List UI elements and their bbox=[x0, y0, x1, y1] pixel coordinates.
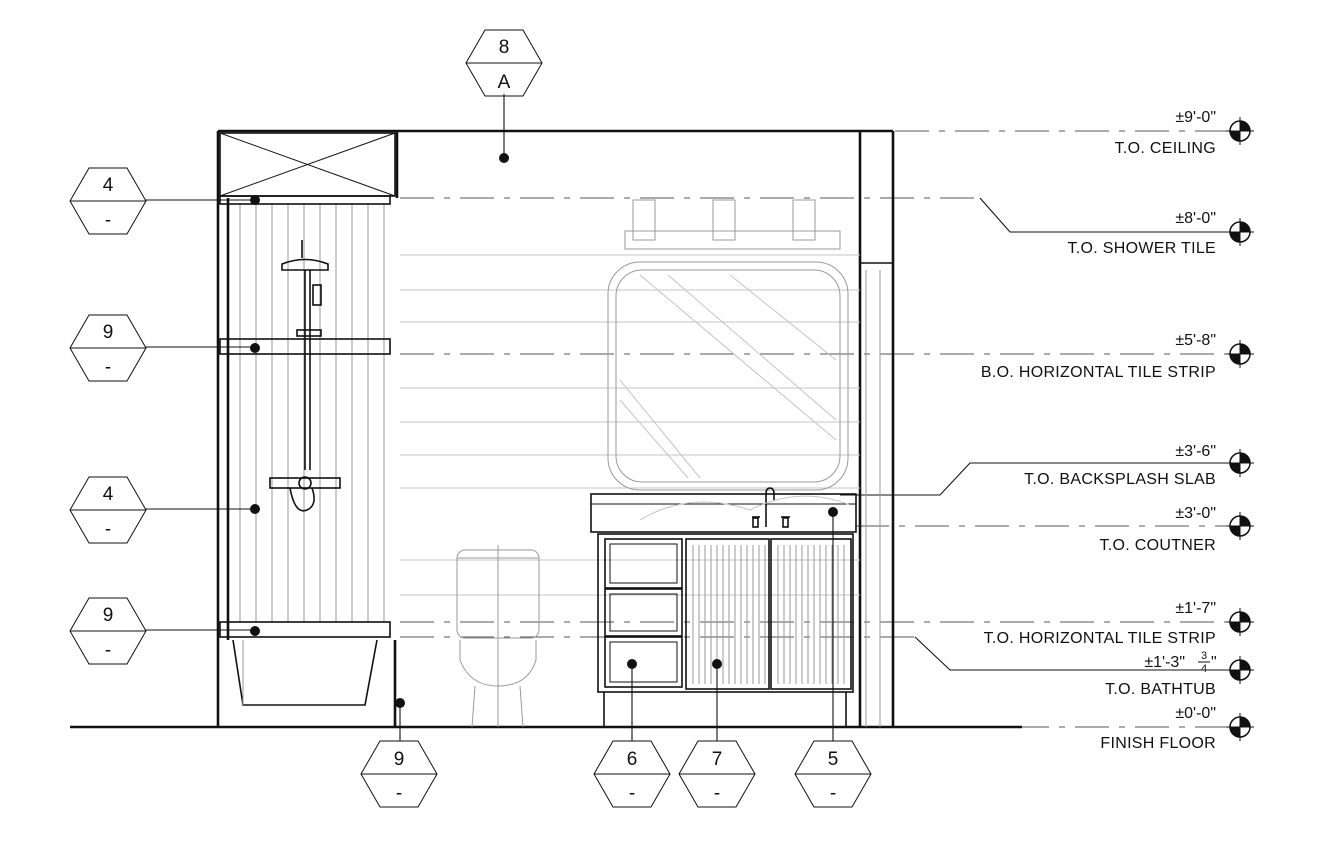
tag-bottom-base: 9 - bbox=[360, 740, 438, 808]
level-fraction-numerator: 3 bbox=[1201, 650, 1207, 662]
tag-left-strip-upper: 9 - bbox=[69, 314, 147, 382]
level-to-tile-strip: ±1'-7" T.O. HORIZONTAL TILE STRIP bbox=[984, 600, 1216, 647]
datum-quadrant bbox=[1240, 717, 1250, 727]
vanity-mirror bbox=[607, 261, 849, 491]
datum-quadrant bbox=[1240, 121, 1250, 131]
shower-vertical-tiles bbox=[239, 204, 385, 622]
datum-quadrant bbox=[1230, 526, 1240, 536]
room-outline bbox=[216, 129, 895, 727]
level-value: ±9'-0" bbox=[1175, 109, 1216, 126]
datum-quadrant bbox=[1240, 660, 1250, 670]
datum-quadrant bbox=[1240, 344, 1250, 354]
bathtub bbox=[232, 639, 378, 706]
tag-left-strip-lower: 9 - bbox=[69, 597, 147, 665]
tag-number: 9 bbox=[394, 749, 405, 770]
datum-quadrant bbox=[1230, 670, 1240, 680]
datum-quadrant bbox=[1230, 727, 1240, 737]
tag-marker-dots bbox=[250, 153, 838, 708]
tag-sheet: - bbox=[629, 783, 635, 804]
tag-number: 7 bbox=[712, 749, 723, 770]
datum-quadrant bbox=[1230, 354, 1240, 364]
tag-top-ceiling: 8 A bbox=[465, 29, 543, 97]
level-finish-floor: ±0'-0" FINISH FLOOR bbox=[1100, 705, 1216, 752]
toilet bbox=[456, 545, 540, 728]
level-value: ±1'-3" bbox=[1144, 654, 1185, 671]
datum-quadrant bbox=[1240, 453, 1250, 463]
tag-sheet: - bbox=[105, 640, 111, 661]
datum-quadrant bbox=[1230, 463, 1240, 473]
tag-bottom-doors: 7 - bbox=[678, 740, 756, 808]
level-value: ±0'-0" bbox=[1175, 705, 1216, 722]
tag-number: 8 bbox=[499, 37, 510, 58]
tag-left-upper-tile: 4 - bbox=[69, 167, 147, 235]
level-name: T.O. SHOWER TILE bbox=[1067, 240, 1216, 257]
wall-horizontal-tiles bbox=[400, 254, 860, 596]
level-name: T.O. CEILING bbox=[1115, 140, 1216, 157]
tag-sheet: - bbox=[830, 783, 836, 804]
tag-number: 5 bbox=[828, 749, 839, 770]
tag-bottom-drawers: 6 - bbox=[593, 740, 671, 808]
tag-sheet: A bbox=[498, 72, 511, 93]
level-shower-tile: ±8'-0" T.O. SHOWER TILE bbox=[1067, 210, 1216, 257]
tag-number: 4 bbox=[103, 175, 114, 196]
level-name: T.O. BATHTUB bbox=[1105, 681, 1216, 698]
datum-quadrant bbox=[1240, 516, 1250, 526]
level-name: T.O. COUTNER bbox=[1100, 537, 1217, 554]
shower-fixture bbox=[269, 240, 341, 512]
level-value: ±5'-8" bbox=[1175, 332, 1216, 349]
datum-quadrant bbox=[1230, 131, 1240, 141]
tag-number: 9 bbox=[103, 605, 114, 626]
level-name: FINISH FLOOR bbox=[1100, 735, 1216, 752]
tag-number: 4 bbox=[103, 484, 114, 505]
level-name: B.O. HORIZONTAL TILE STRIP bbox=[981, 364, 1216, 381]
shower-soffit bbox=[219, 132, 396, 197]
datum-quadrant bbox=[1240, 612, 1250, 622]
vanity-light-fixture bbox=[624, 199, 841, 250]
level-value: ±3'-0" bbox=[1175, 505, 1216, 522]
level-value-suffix: " bbox=[1211, 654, 1217, 671]
level-bo-tile-strip: ±5'-8" B.O. HORIZONTAL TILE STRIP bbox=[981, 332, 1216, 381]
tag-left-lower-tile: 4 - bbox=[69, 476, 147, 544]
tag-sheet: - bbox=[105, 357, 111, 378]
level-ceiling: ±9'-0" T.O. CEILING bbox=[1115, 109, 1216, 157]
datum-quadrant bbox=[1240, 222, 1250, 232]
tag-bottom-counter: 5 - bbox=[794, 740, 872, 808]
datum-quadrant bbox=[1230, 232, 1240, 242]
tag-number: 9 bbox=[103, 322, 114, 343]
level-bathtub: ±1'-3" 3 4 " T.O. BATHTUB bbox=[1105, 650, 1217, 698]
level-value: ±8'-0" bbox=[1175, 210, 1216, 227]
level-backsplash: ±3'-6" T.O. BACKSPLASH SLAB bbox=[1024, 443, 1216, 488]
tag-sheet: - bbox=[714, 783, 720, 804]
level-value: ±1'-7" bbox=[1175, 600, 1216, 617]
tag-leaders bbox=[145, 94, 834, 741]
level-datum-symbols bbox=[1226, 117, 1254, 741]
tag-sheet: - bbox=[105, 210, 111, 231]
tag-number: 6 bbox=[627, 749, 638, 770]
level-fraction-denominator: 4 bbox=[1201, 663, 1207, 675]
level-value: ±3'-6" bbox=[1175, 443, 1216, 460]
level-name: T.O. HORIZONTAL TILE STRIP bbox=[984, 630, 1216, 647]
tag-sheet: - bbox=[105, 519, 111, 540]
datum-quadrant bbox=[1230, 622, 1240, 632]
level-name: T.O. BACKSPLASH SLAB bbox=[1024, 471, 1216, 488]
level-datum-lines bbox=[400, 130, 1232, 728]
vanity bbox=[590, 487, 857, 727]
level-counter: ±3'-0" T.O. COUTNER bbox=[1100, 505, 1217, 554]
tag-sheet: - bbox=[396, 783, 402, 804]
